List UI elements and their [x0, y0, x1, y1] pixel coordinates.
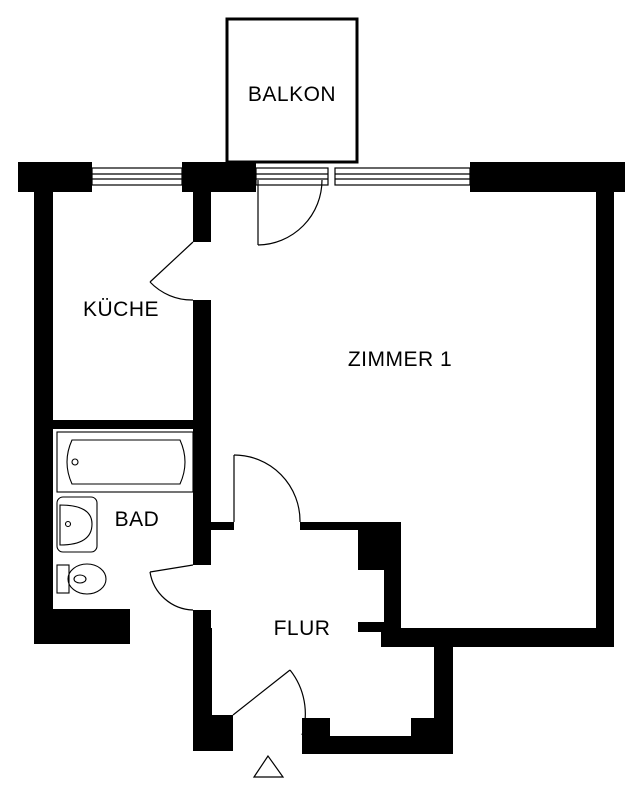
bathroom-fixtures	[56, 431, 194, 595]
balcony	[225, 17, 359, 164]
windows	[91, 167, 471, 186]
exterior-walls	[18, 162, 625, 754]
entrance-arrow-icon	[252, 754, 285, 778]
sink	[56, 496, 98, 553]
label-flur: FLUR	[274, 617, 331, 640]
bathtub	[56, 431, 194, 493]
label-bad: BAD	[115, 508, 160, 531]
interior-walls	[53, 192, 401, 632]
label-balkon: BALKON	[248, 83, 336, 106]
label-kueche: KÜCHE	[83, 298, 159, 321]
label-zimmer: ZIMMER 1	[348, 348, 452, 371]
toilet-tank	[56, 564, 70, 594]
bathtub-basin	[66, 439, 186, 485]
toilet-bowl	[67, 563, 107, 595]
doors	[149, 179, 323, 736]
